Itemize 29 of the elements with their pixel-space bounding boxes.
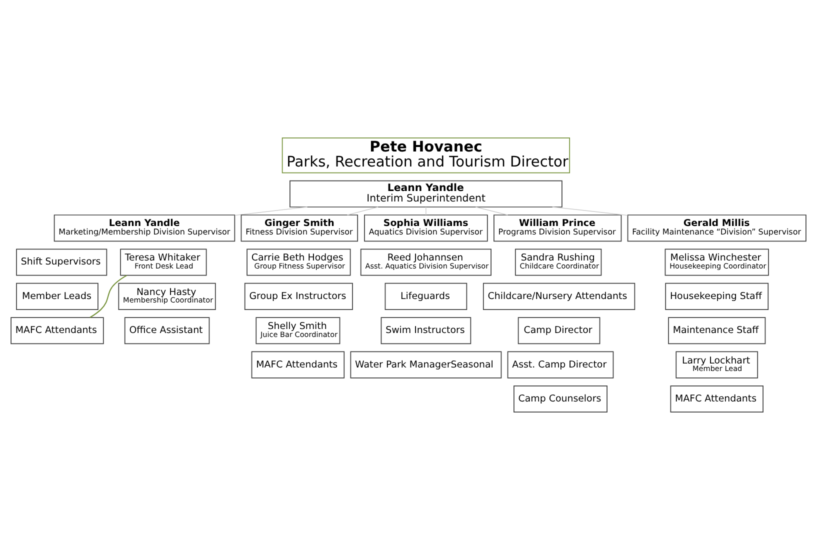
node-box: Water Park ManagerSeasonal xyxy=(350,351,502,378)
node-box: Leann Yandle Interim Superintendent xyxy=(290,180,562,208)
node-box: MAFC Attendants xyxy=(251,351,345,378)
node-box: Shelly Smith Juice Bar Coordinator xyxy=(256,317,340,344)
node-box: MAFC Attendants xyxy=(670,385,764,413)
node-box: Sandra Rushing Childcare Coordinator xyxy=(514,248,602,276)
node-box: MAFC Attendants xyxy=(10,317,104,344)
node-box: Carrie Beth Hodges Group Fitness Supervisor xyxy=(246,248,351,276)
node-box: Asst. Camp Director xyxy=(507,351,614,378)
node-box: Melissa Winchester Housekeeping Coordinator xyxy=(664,248,769,276)
node-box: Camp Counselors xyxy=(514,385,608,413)
node-box: Reed Johannsen Asst. Aquatics Division Supervisor xyxy=(360,248,492,276)
connector xyxy=(90,274,127,318)
connector xyxy=(234,206,308,216)
node-box: Lifeguards xyxy=(384,282,468,310)
node-box: Larry Lockhart Member Lead xyxy=(676,351,758,378)
node-box: Office Assistant xyxy=(124,317,210,344)
node-box: Swim Instructors xyxy=(380,317,472,344)
node-box: Teresa Whitaker Front Desk Lead xyxy=(120,248,207,276)
node-box: Childcare/Nursery Attendants xyxy=(482,282,636,310)
node-box: Nancy Hasty Membership Coordinator xyxy=(118,282,216,310)
node-box: Camp Director xyxy=(518,317,600,344)
node-box: Pete Hovanec Parks, Recreation and Tourism Director xyxy=(282,137,570,174)
node-box: Shift Supervisors xyxy=(16,248,108,276)
connector xyxy=(552,206,628,216)
node-box: Member Leads xyxy=(16,282,98,310)
node-box: Group Ex Instructors xyxy=(244,282,353,310)
node-box: Maintenance Staff xyxy=(668,317,766,344)
node-box: Housekeeping Staff xyxy=(665,282,769,310)
